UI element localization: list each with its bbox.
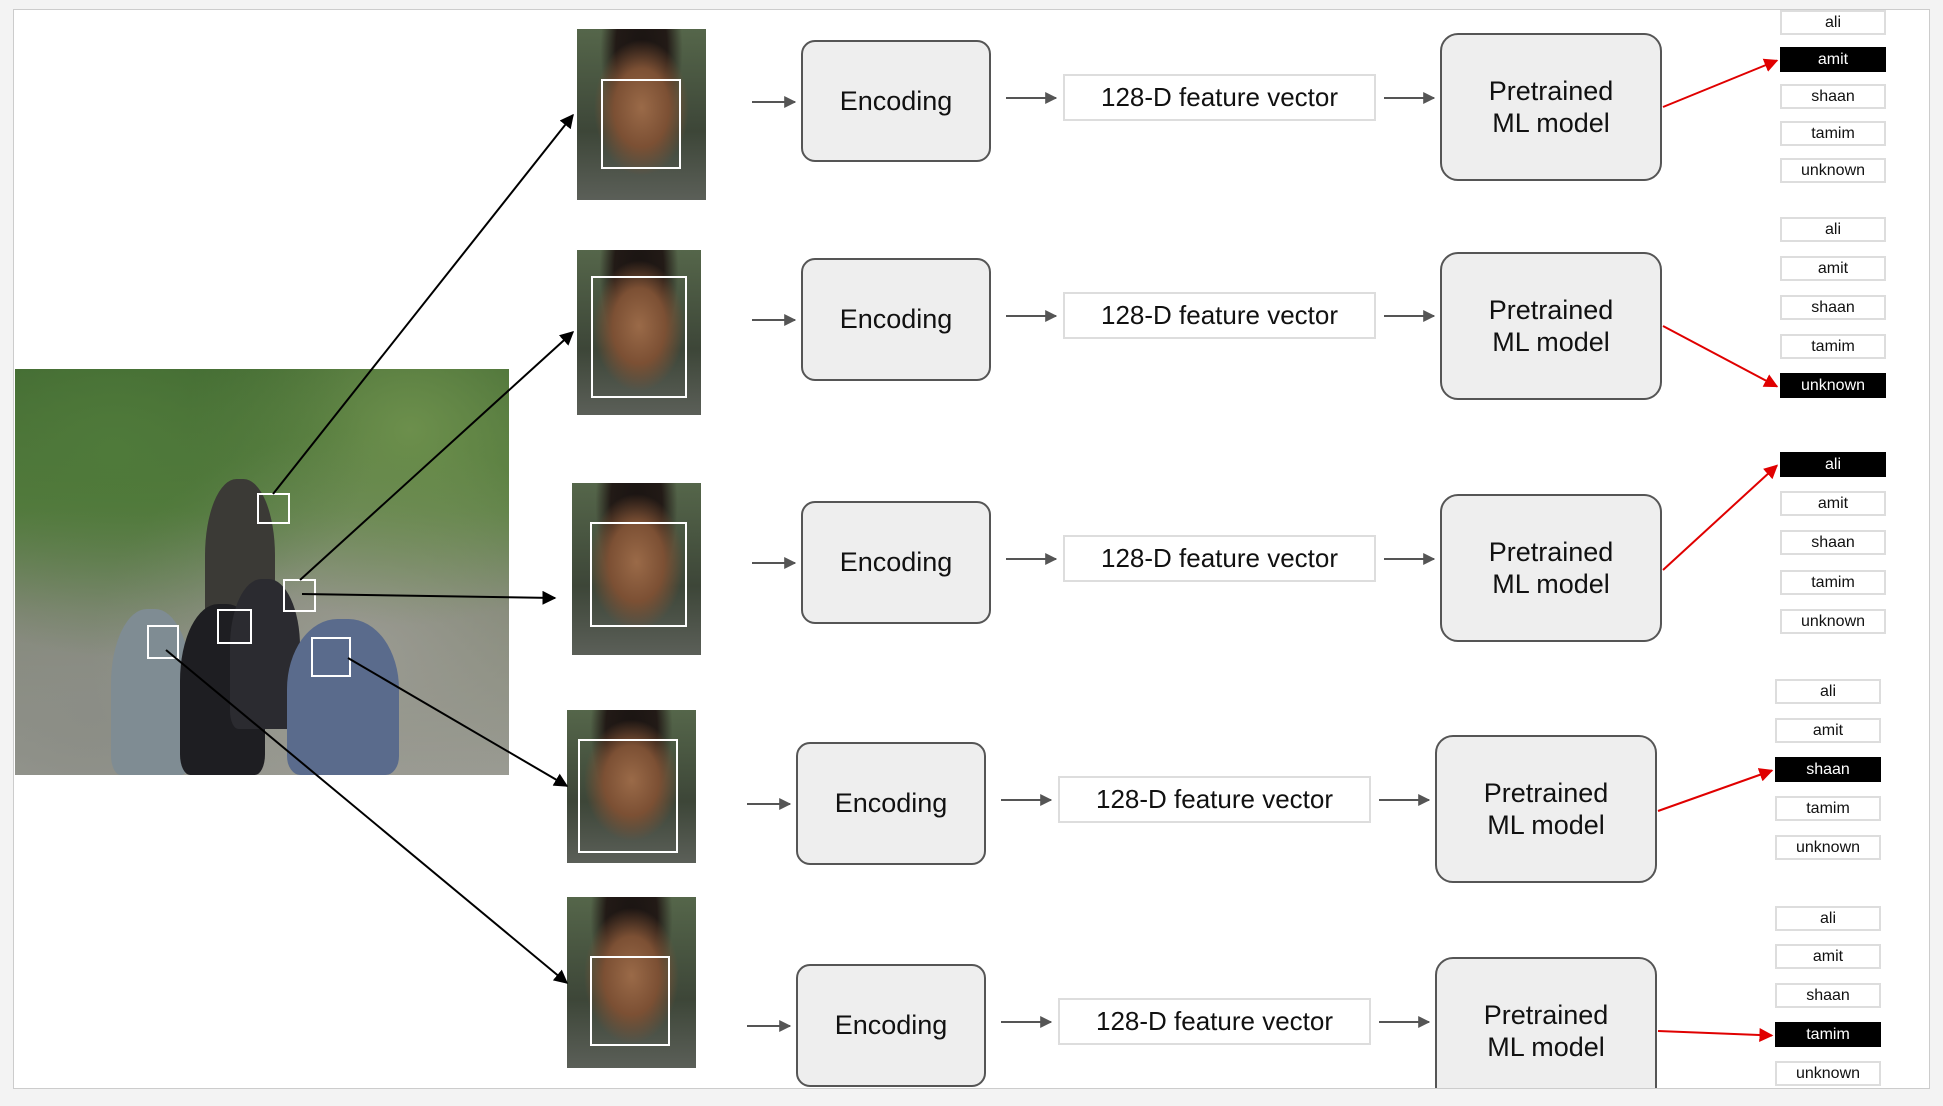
name-label-amit: amit: [1775, 944, 1881, 969]
face-box-4: [311, 637, 351, 677]
name-label-tamim: tamim: [1780, 121, 1886, 146]
encoding-box-5: Encoding: [796, 964, 986, 1087]
face-thumbnail-5: [567, 897, 696, 1068]
prediction-arrow-5: [1657, 1028, 1774, 1042]
model-box-5: Pretrained ML model: [1435, 957, 1657, 1088]
name-label-amit: amit: [1775, 718, 1881, 743]
prediction-arrow-4: [1657, 768, 1774, 812]
name-label-shaan: shaan: [1780, 530, 1886, 555]
name-label-shaan: shaan: [1775, 983, 1881, 1008]
face-thumbnail-4: [567, 710, 696, 863]
arrow-overlay: [165, 58, 1779, 1042]
face-thumbnail-1: [577, 29, 706, 200]
name-label-tamim: tamim: [1780, 570, 1886, 595]
face-bbox: [590, 956, 670, 1046]
name-label-unknown: unknown: [1780, 373, 1886, 398]
detection-arrow-1: [272, 113, 574, 495]
feature-vector-box-3: 128-D feature vector: [1063, 535, 1376, 582]
diagram-canvas: Encoding 128-D feature vector Pretrained…: [13, 9, 1930, 1089]
feature-vector-box-1: 128-D feature vector: [1063, 74, 1376, 121]
name-label-amit: amit: [1780, 256, 1886, 281]
face-bbox: [578, 739, 678, 853]
prediction-arrow-1: [1662, 58, 1779, 108]
face-box-5: [147, 625, 179, 659]
name-label-unknown: unknown: [1775, 835, 1881, 860]
name-label-ali: ali: [1775, 679, 1881, 704]
face-box-2: [283, 579, 316, 612]
encoding-box-2: Encoding: [801, 258, 991, 381]
group-photo: [15, 369, 509, 775]
prediction-arrow-3: [1662, 464, 1779, 571]
name-label-ali: ali: [1780, 217, 1886, 242]
prediction-arrow-2: [1662, 325, 1779, 388]
name-label-shaan: shaan: [1775, 757, 1881, 782]
encoding-box-3: Encoding: [801, 501, 991, 624]
person-5: [287, 619, 399, 775]
name-label-shaan: shaan: [1780, 295, 1886, 320]
name-label-unknown: unknown: [1775, 1061, 1881, 1086]
face-bbox: [601, 79, 681, 169]
name-label-tamim: tamim: [1780, 334, 1886, 359]
name-label-amit: amit: [1780, 491, 1886, 516]
model-box-3: Pretrained ML model: [1440, 494, 1662, 642]
face-bbox: [590, 522, 687, 627]
model-box-4: Pretrained ML model: [1435, 735, 1657, 883]
encoding-box-1: Encoding: [801, 40, 991, 162]
face-bbox: [591, 276, 687, 398]
encoding-box-4: Encoding: [796, 742, 986, 865]
feature-vector-box-4: 128-D feature vector: [1058, 776, 1371, 823]
name-label-ali: ali: [1775, 906, 1881, 931]
detection-arrow-2: [299, 331, 575, 581]
name-label-tamim: tamim: [1775, 1022, 1881, 1047]
face-thumbnail-2: [577, 250, 701, 415]
name-label-unknown: unknown: [1780, 158, 1886, 183]
face-box-3: [217, 609, 252, 644]
detection-arrow-3: [301, 590, 557, 605]
model-box-1: Pretrained ML model: [1440, 33, 1662, 181]
name-label-amit: amit: [1780, 47, 1886, 72]
feature-vector-box-5: 128-D feature vector: [1058, 998, 1371, 1045]
name-label-shaan: shaan: [1780, 84, 1886, 109]
detection-arrow-5: [165, 649, 569, 984]
name-label-ali: ali: [1780, 452, 1886, 477]
face-thumbnail-3: [572, 483, 701, 655]
feature-vector-box-2: 128-D feature vector: [1063, 292, 1376, 339]
model-box-2: Pretrained ML model: [1440, 252, 1662, 400]
detection-arrow-4: [347, 657, 569, 787]
name-label-unknown: unknown: [1780, 609, 1886, 634]
name-label-ali: ali: [1780, 10, 1886, 35]
name-label-tamim: tamim: [1775, 796, 1881, 821]
